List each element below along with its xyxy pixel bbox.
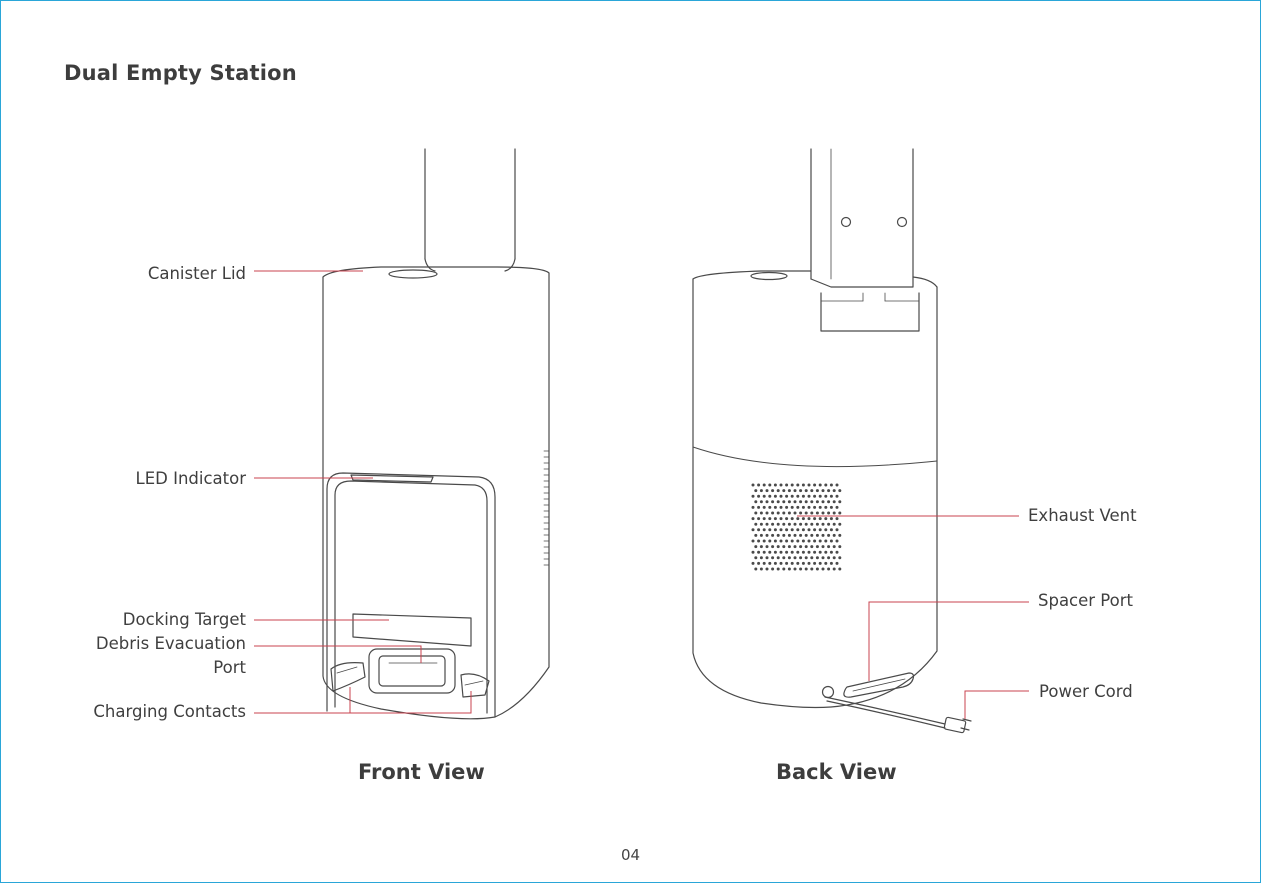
back-power-cord — [825, 697, 945, 724]
page-number: 04 — [1, 846, 1260, 864]
front-body — [323, 273, 549, 719]
front-dock-recess-outer — [327, 473, 495, 717]
back-view-label: Back View — [776, 760, 897, 784]
leader-spacer-port — [869, 602, 1029, 681]
front-lid-button — [389, 270, 437, 278]
front-charging-contact-left — [331, 663, 365, 691]
back-body — [693, 279, 937, 708]
back-handle-recess — [821, 293, 919, 331]
back-body-seam — [693, 447, 937, 467]
callout-power-cord: Power Cord — [1039, 680, 1133, 704]
callout-debris-evacuation-port: Debris Evacuation Port — [96, 632, 246, 680]
front-view-label: Front View — [358, 760, 485, 784]
callout-charging-contacts: Charging Contacts — [93, 700, 246, 724]
callout-spacer-port: Spacer Port — [1038, 589, 1133, 613]
callout-docking-target: Docking Target — [123, 608, 246, 632]
front-docking-target — [353, 614, 471, 646]
callout-exhaust-vent: Exhaust Vent — [1028, 504, 1137, 528]
callout-led-indicator: LED Indicator — [136, 467, 246, 491]
back-view-drawing — [693, 149, 971, 733]
front-charging-contact-right — [461, 674, 489, 697]
back-exhaust-vent-grid — [752, 484, 842, 571]
back-tube-hole-right — [898, 218, 907, 227]
front-tube-base — [425, 259, 515, 271]
front-dock-recess-inner — [335, 481, 487, 713]
front-view-drawing — [323, 149, 549, 719]
back-top-button — [751, 273, 787, 280]
back-top-outline — [693, 271, 937, 287]
front-side-vent — [544, 451, 549, 565]
leader-charging-contacts — [254, 687, 471, 713]
callout-debris-line2: Port — [96, 656, 246, 680]
callout-canister-lid: Canister Lid — [148, 262, 246, 286]
back-tube-hole-left — [842, 218, 851, 227]
leader-power-cord — [965, 691, 1029, 719]
back-cord-exit — [823, 687, 834, 698]
callout-debris-line1: Debris Evacuation — [96, 632, 246, 656]
front-debris-port-inner — [379, 656, 445, 686]
